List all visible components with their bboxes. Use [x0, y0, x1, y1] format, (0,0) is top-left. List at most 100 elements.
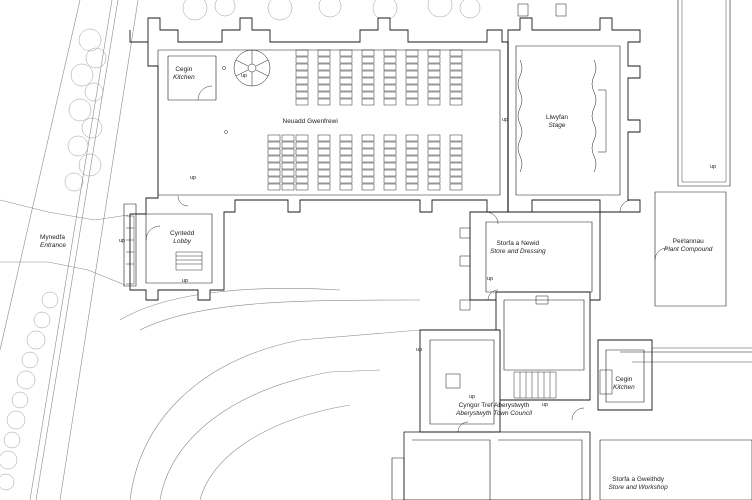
room-name-english: Store and Workshop [608, 484, 668, 492]
up-marker: up [190, 175, 197, 181]
seat-row [295, 63, 309, 71]
seat-row [339, 84, 353, 92]
seat-row [383, 176, 397, 184]
room-name-welsh: Llwyfan [546, 114, 569, 121]
seat-row [427, 176, 441, 184]
seat-row [361, 49, 375, 57]
fixtures [222, 3, 613, 395]
seat-row [383, 155, 397, 163]
seat-row [449, 155, 463, 163]
seat-row [405, 162, 419, 170]
seat-row [449, 98, 463, 106]
seat-row [361, 141, 375, 149]
seat-row [267, 148, 281, 156]
seat-row [317, 49, 331, 57]
seat-row [405, 148, 419, 156]
seat-row [449, 141, 463, 149]
seat-row [449, 56, 463, 64]
up-marker: up [182, 278, 189, 284]
room-name-welsh: Cyntedd [170, 230, 195, 237]
up-marker: up [710, 164, 717, 170]
seat-row [449, 148, 463, 156]
seat-row [281, 155, 295, 163]
room-name-welsh: Cegin [175, 66, 193, 73]
seat-row [383, 49, 397, 57]
room-label-kitchen-top: Cegin Kitchen [173, 66, 195, 82]
seat-row [281, 162, 295, 170]
seat-row [427, 162, 441, 170]
seat-row [295, 98, 309, 106]
up-marker: up [469, 394, 476, 400]
seat-row [295, 162, 309, 170]
seat-row [281, 183, 295, 191]
seat-row [267, 134, 281, 142]
seat-row [361, 148, 375, 156]
room-name-english: Kitchen [173, 74, 195, 82]
seat-row [383, 91, 397, 99]
hall-seating [267, 49, 463, 191]
seat-row [383, 84, 397, 92]
seat-row [317, 63, 331, 71]
room-label-kitchen-right: Cegin Kitchen [613, 376, 635, 392]
seat-row [339, 49, 353, 57]
seat-row [339, 155, 353, 163]
seat-row [317, 155, 331, 163]
seat-row [427, 169, 441, 177]
room-name-welsh: Storfa a Newid [496, 240, 540, 247]
seat-row [295, 56, 309, 64]
seat-row [361, 77, 375, 85]
seat-row [427, 49, 441, 57]
up-marker: up [119, 238, 126, 244]
seat-row [281, 148, 295, 156]
seat-row [361, 63, 375, 71]
seat-row [295, 155, 309, 163]
seat-row [405, 155, 419, 163]
seat-row [405, 77, 419, 85]
seat-row [267, 141, 281, 149]
seat-row [383, 70, 397, 78]
seat-row [427, 98, 441, 106]
seat-row [295, 77, 309, 85]
seat-row [383, 56, 397, 64]
seat-row [281, 134, 295, 142]
seat-row [449, 84, 463, 92]
seat-row [405, 49, 419, 57]
room-name-english: Aberystwyth Town Council [456, 410, 532, 418]
seat-row [449, 134, 463, 142]
seat-row [295, 91, 309, 99]
seat-row [405, 176, 419, 184]
landscape [0, 0, 421, 500]
seat-row [383, 169, 397, 177]
seat-row [281, 141, 295, 149]
seat-row [295, 49, 309, 57]
seat-row [339, 63, 353, 71]
seat-row [317, 91, 331, 99]
seat-row [405, 134, 419, 142]
up-marker: up [542, 402, 549, 408]
seat-row [361, 169, 375, 177]
seat-row [317, 98, 331, 106]
seat-row [295, 141, 309, 149]
seat-row [339, 98, 353, 106]
seat-row [295, 70, 309, 78]
room-label-workshop: Storfa a Gweithdy Store and Workshop [609, 476, 668, 492]
building-walls [123, 0, 752, 500]
seat-row [405, 63, 419, 71]
seat-row [427, 141, 441, 149]
seat-row [339, 134, 353, 142]
seat-row [267, 183, 281, 191]
room-name-welsh: Cegin [615, 376, 633, 383]
seat-row [361, 91, 375, 99]
seat-row [383, 183, 397, 191]
up-marker: up [416, 347, 423, 353]
seat-row [449, 169, 463, 177]
seat-row [281, 176, 295, 184]
seat-row [449, 70, 463, 78]
seat-row [449, 49, 463, 57]
up-marker: up [487, 276, 494, 282]
seat-row [361, 134, 375, 142]
seat-row [317, 148, 331, 156]
room-name-welsh: Cyngor Tref Aberystwyth [458, 402, 530, 409]
room-label-store-dressing: Storfa a Newid Store and Dressing [490, 240, 546, 256]
